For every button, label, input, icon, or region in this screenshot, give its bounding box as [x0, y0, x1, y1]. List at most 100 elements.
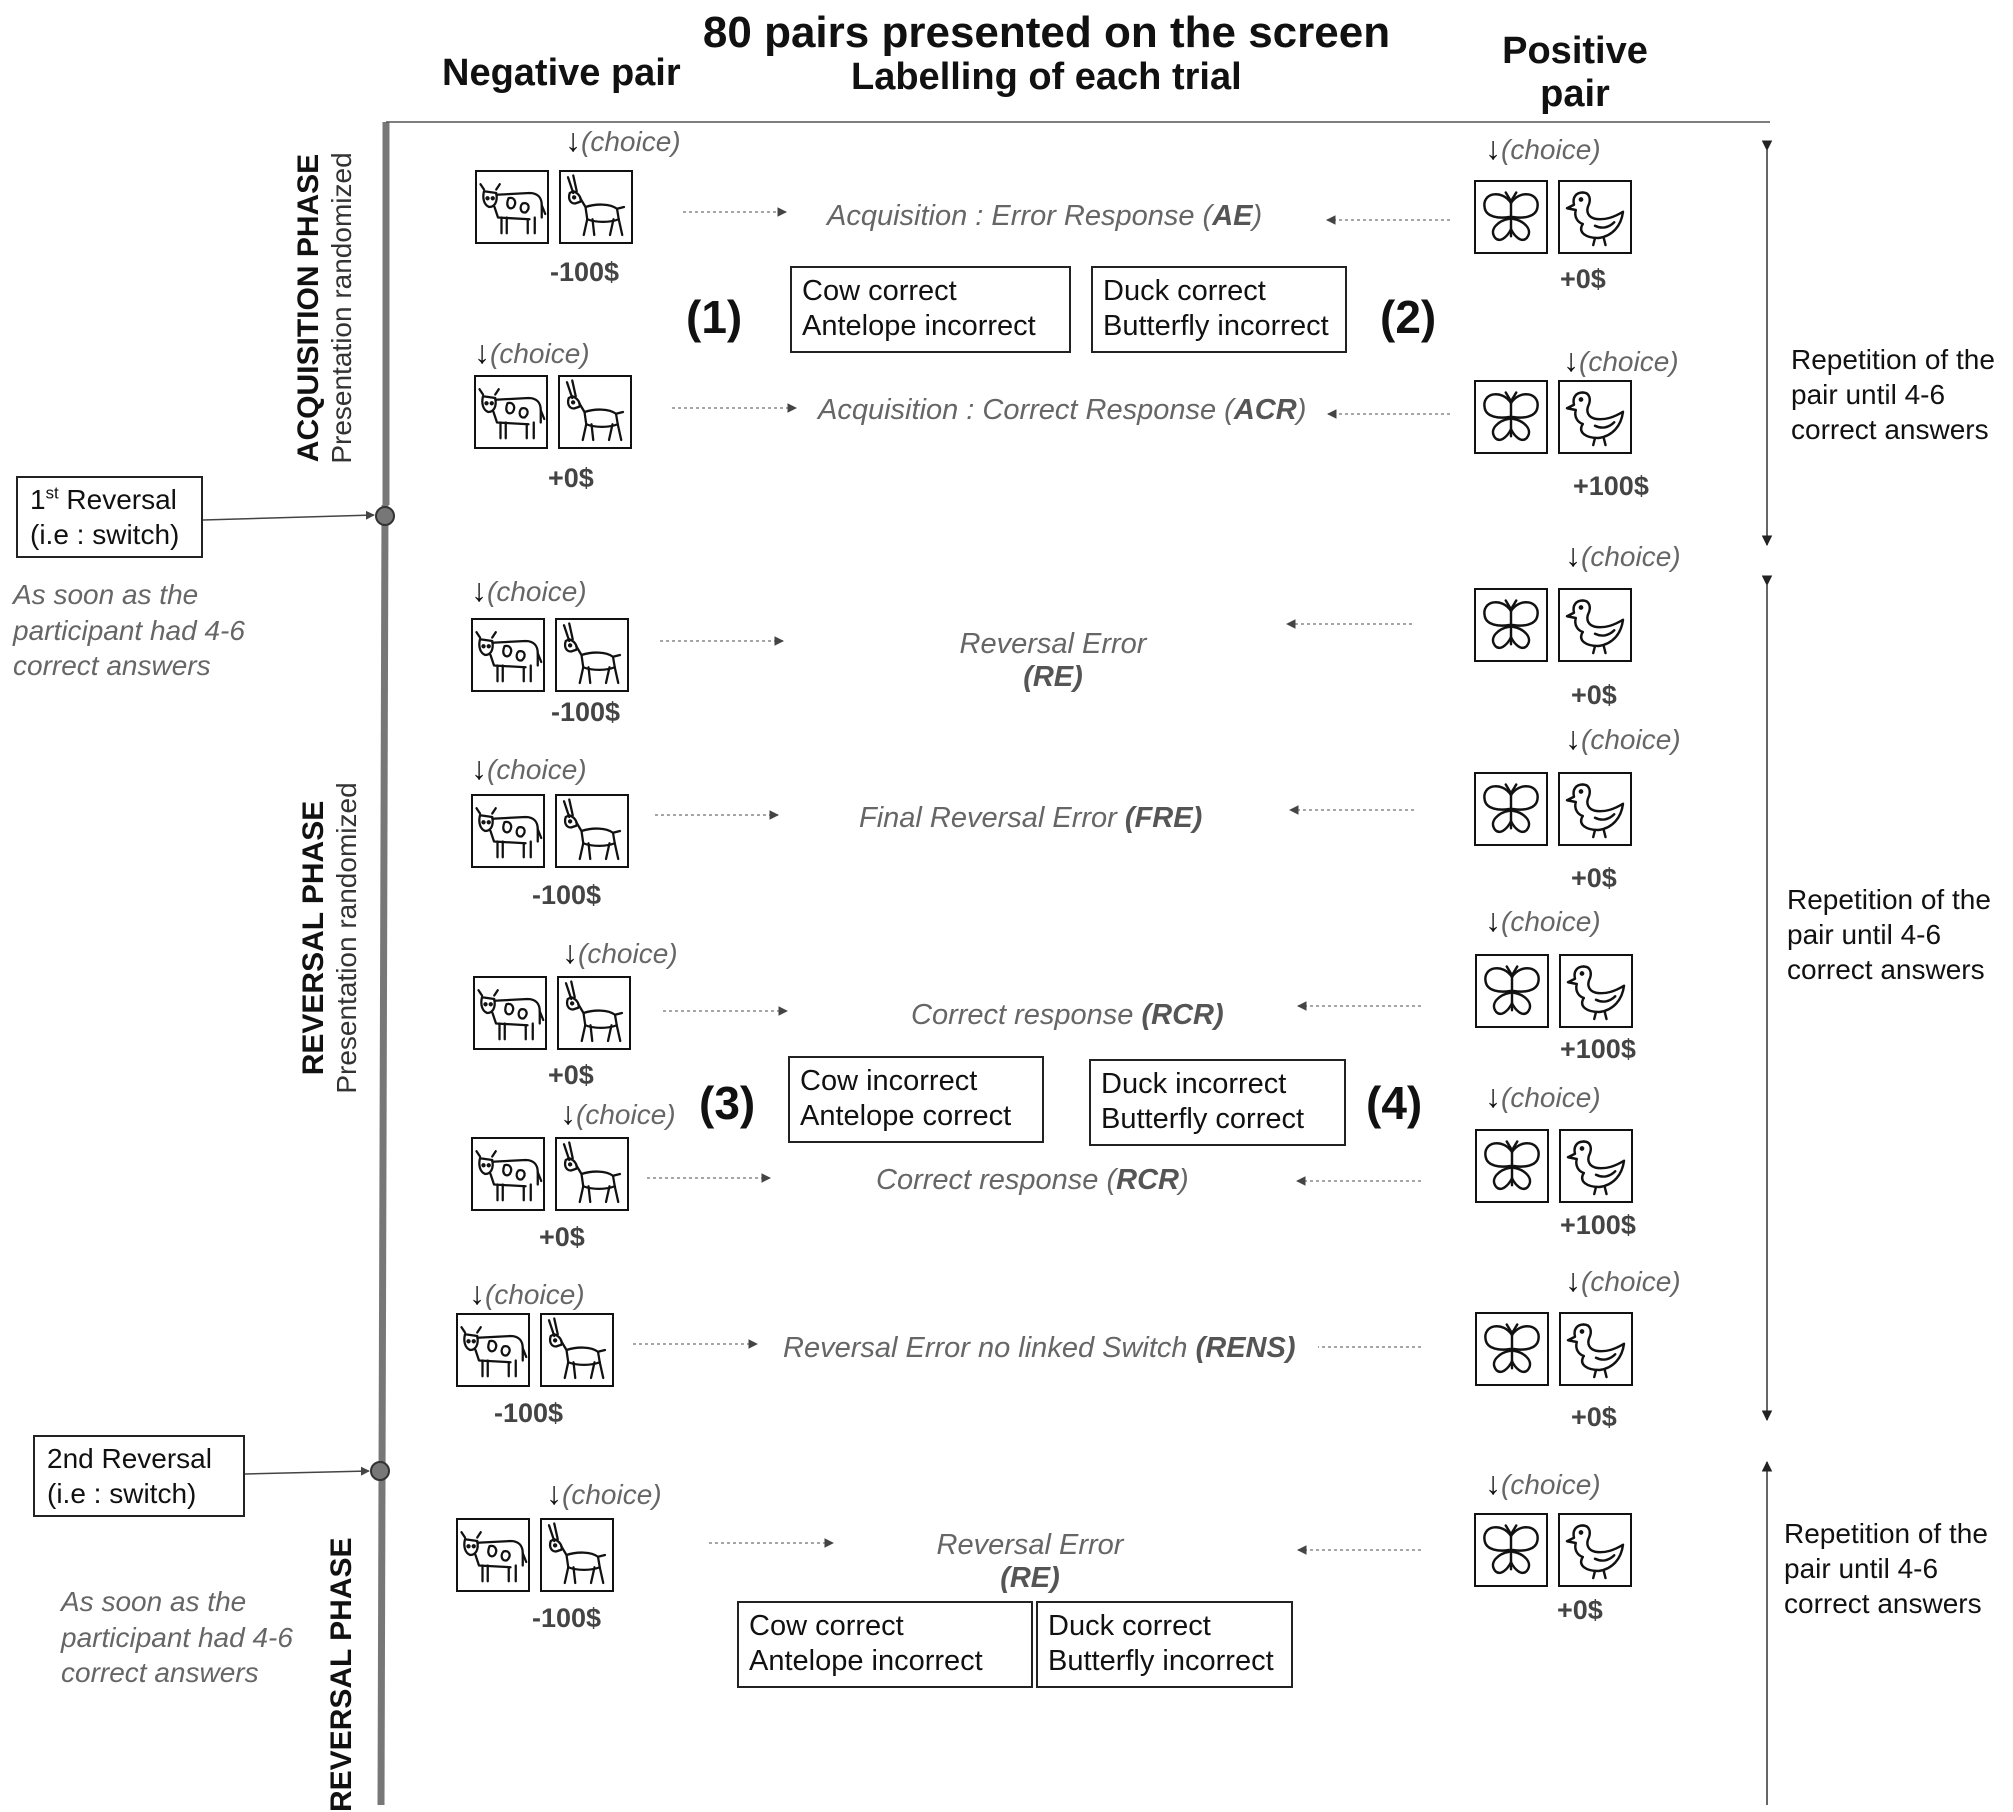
down-arrow-icon: ↓ [562, 934, 578, 970]
trial-label-re: Reversal Error(RE) [959, 628, 1147, 693]
negative-pair [474, 375, 632, 449]
down-arrow-icon: ↓ [474, 334, 490, 370]
antelope-icon [558, 375, 632, 449]
choice-marker: ↓(choice) [562, 934, 678, 970]
negative-reward: -100$ [532, 1603, 602, 1633]
choice-marker: ↓(choice) [1485, 1078, 1601, 1114]
cow-icon [473, 976, 547, 1050]
positive-reward: +0$ [1557, 1595, 1603, 1625]
first-reversal-note: As soon as the participant had 4-6 corre… [13, 579, 245, 682]
page-title: 80 pairs presented on the screen [702, 8, 1391, 57]
first-reversal-arrow [202, 510, 375, 521]
choice-marker: ↓(choice) [1565, 537, 1681, 573]
antelope-icon [555, 618, 629, 692]
choice-marker: ↓(choice) [469, 1275, 585, 1311]
case-number-1: (1) [686, 291, 743, 343]
negative-pair [471, 1137, 629, 1211]
choice-marker: ↓(choice) [1485, 1465, 1601, 1501]
butterfly-icon [1474, 772, 1548, 846]
down-arrow-icon: ↓ [1565, 537, 1581, 573]
reversal-phase-2-label: REVERSAL PHASE [325, 1537, 365, 1812]
negative-pair [475, 170, 633, 244]
negative-reward: -100$ [494, 1398, 564, 1428]
choice-marker: ↓(choice) [546, 1475, 662, 1511]
choice-marker: ↓(choice) [565, 122, 681, 158]
reversal-phase-title: REVERSAL PHASE [297, 800, 330, 1076]
negative-pair [456, 1518, 614, 1592]
negative-reward: +0$ [548, 463, 594, 493]
acquisition-phase-title: ACQUISITION PHASE [292, 153, 325, 463]
acquisition-phase-sub: Presentation randomized [325, 152, 357, 464]
negative-pair [471, 794, 629, 868]
positive-pair [1474, 180, 1632, 254]
duck-icon [1559, 954, 1633, 1028]
positive-reward: +100$ [1560, 1210, 1636, 1240]
choice-marker: ↓(choice) [471, 572, 587, 608]
case-number-4: (4) [1366, 1077, 1423, 1129]
choice-marker: ↓(choice) [1485, 902, 1601, 938]
butterfly-icon [1474, 380, 1548, 454]
negative-reward: +0$ [548, 1060, 594, 1090]
second-reversal-note: As soon as the participant had 4-6 corre… [61, 1586, 293, 1689]
antelope-icon [559, 170, 633, 244]
positive-pair [1474, 380, 1632, 454]
positive-reward: +0$ [1571, 863, 1617, 893]
positive-pair-header: Positive pair [1502, 30, 1648, 115]
negative-reward: -100$ [551, 697, 621, 727]
trial-label-fre: Final Reversal Error (FRE) [859, 802, 1203, 834]
choice-marker: ↓(choice) [1485, 130, 1601, 166]
case-number-3: (3) [699, 1077, 756, 1129]
positive-pair [1474, 772, 1632, 846]
negative-reward: +0$ [539, 1222, 585, 1252]
down-arrow-icon: ↓ [1485, 1078, 1501, 1114]
cow-icon [456, 1518, 530, 1592]
duck-icon [1559, 1312, 1633, 1386]
butterfly-icon [1474, 588, 1548, 662]
down-arrow-icon: ↓ [565, 122, 581, 158]
second-reversal-arrow [244, 1466, 370, 1476]
down-arrow-icon: ↓ [560, 1095, 576, 1131]
antelope-icon [555, 1137, 629, 1211]
cow-icon [471, 794, 545, 868]
negative-pair-header: Negative pair [442, 52, 681, 94]
butterfly-icon [1475, 1312, 1549, 1386]
cow-icon [475, 170, 549, 244]
antelope-icon [555, 794, 629, 868]
first-reversal-word: Reversal [66, 484, 177, 515]
trial-label-acr: Acquisition : Correct Response (ACR) [818, 394, 1307, 426]
duck-icon [1558, 180, 1632, 254]
down-arrow-icon: ↓ [1485, 130, 1501, 166]
trial-label-re-2: Reversal Error(RE) [936, 1529, 1124, 1594]
repetition-note-acquisition: Repetition of the pair until 4-6 correct… [1791, 344, 1995, 445]
first-reversal-sup: st [45, 483, 59, 503]
first-reversal-box: 1st Reversal (i.e : switch) [16, 476, 203, 558]
down-arrow-icon: ↓ [1565, 720, 1581, 756]
second-reversal-marker [370, 1461, 390, 1481]
repetition-note-reversal2: Repetition of the pair until 4-6 correct… [1784, 1518, 1988, 1619]
positive-pair [1475, 1129, 1633, 1203]
negative-reward: -100$ [532, 880, 602, 910]
reversal-phase-sub: Presentation randomized [330, 782, 362, 1094]
first-reversal-marker [375, 506, 395, 526]
negative-pair [473, 976, 631, 1050]
butterfly-icon [1475, 954, 1549, 1028]
down-arrow-icon: ↓ [1485, 902, 1501, 938]
choice-marker: ↓(choice) [1563, 342, 1679, 378]
second-reversal-line1: 2nd Reversal [47, 1443, 212, 1474]
positive-reward: +0$ [1571, 680, 1617, 710]
positive-reward: +100$ [1573, 471, 1649, 501]
down-arrow-icon: ↓ [1563, 342, 1579, 378]
down-arrow-icon: ↓ [1565, 1262, 1581, 1298]
trial-label-rcr-2: Correct response (RCR) [876, 1164, 1189, 1196]
butterfly-icon [1474, 180, 1548, 254]
positive-pair [1474, 588, 1632, 662]
down-arrow-icon: ↓ [471, 750, 487, 786]
positive-reward: +0$ [1560, 264, 1606, 294]
butterfly-icon [1475, 1129, 1549, 1203]
case-number-2: (2) [1380, 291, 1437, 343]
timeline-reversal [377, 504, 389, 1805]
